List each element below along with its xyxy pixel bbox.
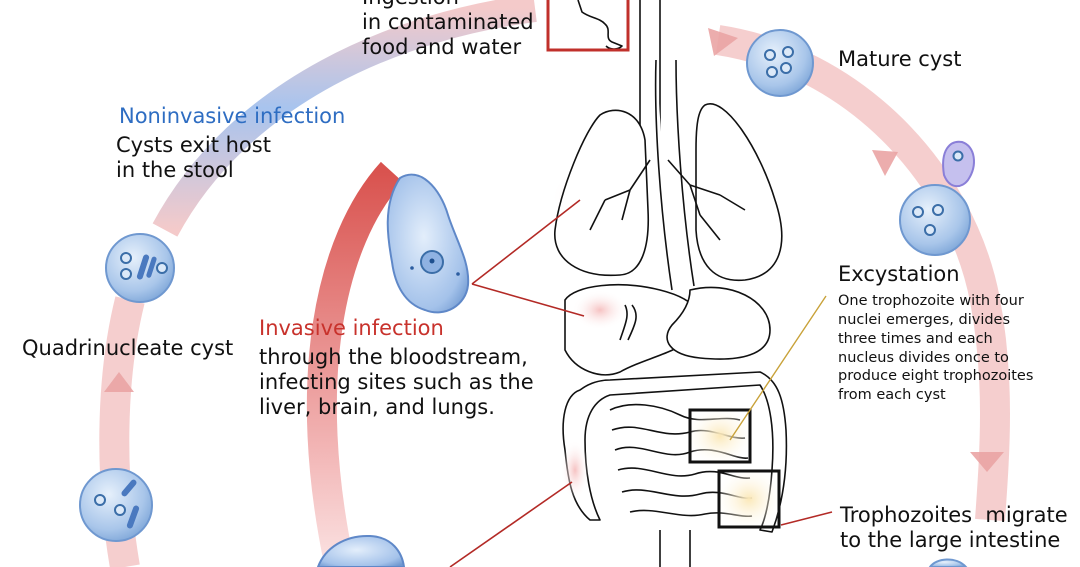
leader-liver bbox=[471, 283, 585, 317]
trophozoite-body bbox=[386, 173, 470, 314]
invasive-arc bbox=[306, 161, 404, 567]
noninvasive-line-1: Cysts exit host bbox=[116, 133, 271, 157]
cyst-bottom-right bbox=[928, 558, 968, 567]
ingestion-line-1: Ingestion bbox=[362, 0, 534, 10]
invasive-line-2: infecting sites such as the bbox=[259, 370, 534, 395]
trophozoite-inclusion bbox=[410, 266, 414, 270]
excystation-box bbox=[688, 408, 752, 464]
early-cyst bbox=[79, 468, 153, 542]
excysting-cyst-nuclei bbox=[912, 204, 944, 236]
nucleus bbox=[94, 494, 106, 506]
mouth-highlight-box bbox=[546, 0, 630, 52]
leader-intestine bbox=[449, 481, 573, 567]
nucleus bbox=[912, 206, 924, 218]
stomach bbox=[666, 286, 771, 360]
chromatoid-body bbox=[121, 479, 137, 497]
excysting-cyst-body bbox=[899, 184, 971, 256]
trophozoites-line-1: Trophozoites migrate bbox=[840, 503, 1068, 527]
noninvasive-line-2: in the stool bbox=[116, 158, 234, 183]
trophozoite-karyosome bbox=[429, 258, 435, 264]
arrowhead-2 bbox=[872, 150, 898, 176]
ingestion-line-3: food and water bbox=[362, 35, 522, 60]
bronchi bbox=[589, 159, 746, 241]
invasive-line-1: through the bloodstream, bbox=[259, 345, 528, 369]
gallbladder bbox=[619, 304, 637, 341]
quadrinucleate-nuclei bbox=[120, 252, 168, 280]
mature-cyst-nuclei bbox=[764, 46, 794, 78]
yellow-area-2 bbox=[719, 471, 779, 527]
arrowhead-1 bbox=[708, 28, 738, 56]
leader-trophozoites bbox=[780, 511, 833, 526]
mature-cyst-body bbox=[746, 29, 814, 97]
mature-cyst-label: Mature cyst bbox=[838, 47, 962, 71]
chromatoid-body bbox=[126, 505, 140, 529]
arrowhead-4 bbox=[104, 372, 134, 392]
nucleus bbox=[114, 504, 126, 516]
chromatoid-body bbox=[136, 254, 150, 280]
trophozoite-inclusion bbox=[456, 272, 460, 276]
cycle-arrowheads bbox=[104, 28, 1004, 472]
nucleus bbox=[156, 262, 168, 274]
nucleus bbox=[766, 66, 778, 78]
noninvasive-title: Noninvasive infection bbox=[119, 104, 346, 128]
invasive-body: through the bloodstream, infecting sites… bbox=[259, 345, 534, 421]
leader-excystation bbox=[729, 295, 827, 441]
rectum bbox=[659, 530, 691, 567]
ingestion-label: Ingestion in contaminated food and water bbox=[362, 0, 534, 61]
head-mouth bbox=[577, 0, 623, 50]
trophozoites-line-2: to the large intestine bbox=[840, 528, 1061, 553]
excystation-body: One trophozoite with four nuclei emerges… bbox=[838, 292, 1033, 405]
nucleus bbox=[764, 49, 776, 61]
excystation-line-1: One trophozoite with four bbox=[838, 293, 1024, 309]
cycle-arc-right bbox=[715, 25, 1010, 522]
chromatoid-body bbox=[146, 256, 157, 278]
mature-cyst bbox=[746, 29, 814, 97]
early-cyst-body bbox=[79, 468, 153, 542]
emerging-trophozoite bbox=[942, 140, 975, 188]
intestine-glow-left bbox=[561, 440, 589, 500]
early-cyst-nuclei bbox=[94, 494, 126, 516]
nucleus bbox=[932, 204, 944, 216]
excystation-line-4: nucleus divides once to bbox=[838, 349, 1009, 366]
leader-lungs bbox=[471, 199, 581, 285]
chromatoid-bodies bbox=[136, 254, 157, 280]
yellow-area-1 bbox=[690, 410, 750, 462]
nucleus bbox=[780, 62, 792, 74]
nucleus bbox=[120, 252, 132, 264]
noninvasive-body: Cysts exit host in the stool bbox=[116, 133, 271, 183]
leader-lines bbox=[449, 199, 833, 567]
excystation-line-6: from each cyst bbox=[838, 387, 946, 404]
nucleus bbox=[782, 46, 794, 58]
arrowhead-3 bbox=[970, 452, 1004, 472]
trophozoite-bottom bbox=[316, 534, 406, 567]
excysting-cyst bbox=[899, 140, 975, 256]
excystation-line-5: produce eight trophozoites bbox=[838, 368, 1034, 385]
human-body-organs bbox=[552, 0, 788, 567]
left-lung bbox=[554, 109, 650, 277]
emerging-nucleus bbox=[952, 150, 964, 162]
esophagus bbox=[654, 59, 695, 291]
excystation-title: Excystation bbox=[838, 262, 960, 286]
excystation-line-3: three times and each bbox=[838, 330, 993, 347]
trophozoite-box bbox=[717, 469, 781, 529]
invasive-title: Invasive infection bbox=[259, 316, 444, 340]
nucleus bbox=[120, 268, 132, 280]
ingestion-line-2: in contaminated bbox=[362, 10, 534, 35]
quadrinucleate-cyst bbox=[105, 233, 175, 303]
nucleus bbox=[924, 224, 936, 236]
trophozoites-label: Trophozoites migrate to the large intest… bbox=[840, 503, 1068, 553]
noninvasive-arc bbox=[152, 0, 537, 237]
trophozoite bbox=[386, 173, 470, 314]
quadrinucleate-label: Quadrinucleate cyst bbox=[22, 336, 234, 360]
invasive-line-3: liver, brain, and lungs. bbox=[259, 395, 495, 420]
excystation-line-2: nuclei emerges, divides bbox=[838, 311, 1011, 328]
liver-glow bbox=[572, 290, 628, 330]
